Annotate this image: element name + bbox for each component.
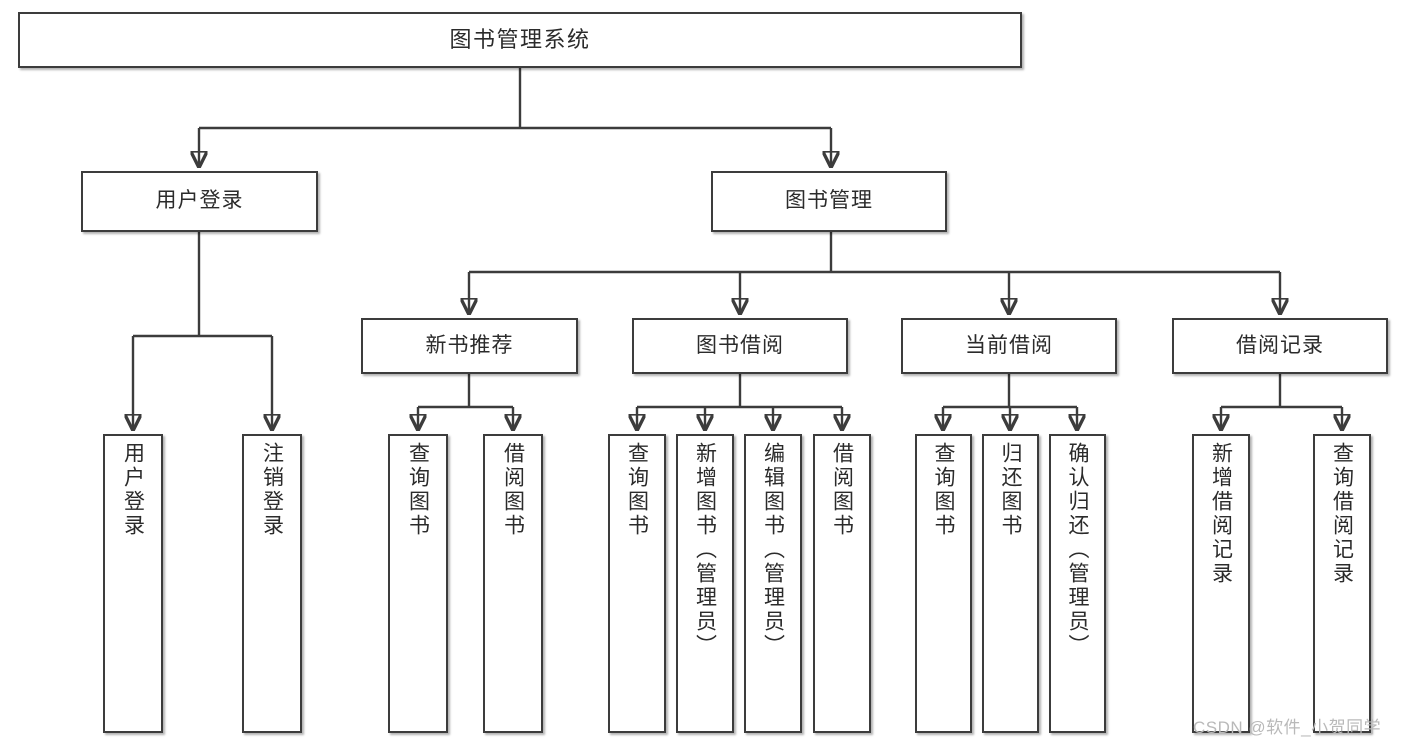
node-leaf-confirm-return[interactable]: 确认归还（管理员） [1049, 434, 1106, 733]
node-leaf-query-book-2[interactable]: 查询图书 [608, 434, 666, 733]
node-book-borrow[interactable]: 图书借阅 [632, 318, 848, 374]
node-leaf-borrow-book-2-label: 借阅图书 [830, 442, 854, 538]
node-leaf-add-book-label: 新增图书（管理员） [693, 442, 717, 658]
node-current-borrow[interactable]: 当前借阅 [901, 318, 1117, 374]
node-borrow-record-label: 借阅记录 [1236, 333, 1324, 357]
node-leaf-user-login-label: 用户登录 [121, 442, 145, 538]
node-leaf-query-book-1[interactable]: 查询图书 [388, 434, 448, 733]
node-root[interactable]: 图书管理系统 [18, 12, 1022, 68]
node-leaf-confirm-return-label: 确认归还（管理员） [1066, 442, 1089, 658]
node-leaf-query-book-3[interactable]: 查询图书 [915, 434, 972, 733]
node-leaf-query-book-3-label: 查询图书 [932, 442, 955, 538]
node-new-book-rec-label: 新书推荐 [425, 333, 514, 357]
node-leaf-query-book-2-label: 查询图书 [625, 442, 649, 538]
node-book-manage[interactable]: 图书管理 [711, 171, 947, 232]
node-current-borrow-label: 当前借阅 [965, 333, 1053, 357]
node-borrow-record[interactable]: 借阅记录 [1172, 318, 1388, 374]
node-new-book-rec[interactable]: 新书推荐 [361, 318, 578, 374]
node-leaf-return-book-label: 归还图书 [999, 442, 1022, 538]
node-book-borrow-label: 图书借阅 [696, 333, 784, 357]
node-leaf-user-login[interactable]: 用户登录 [103, 434, 163, 733]
node-book-manage-label: 图书管理 [785, 189, 873, 213]
node-leaf-add-book[interactable]: 新增图书（管理员） [676, 434, 734, 733]
node-root-label: 图书管理系统 [449, 27, 591, 53]
node-leaf-query-record[interactable]: 查询借阅记录 [1313, 434, 1371, 733]
node-leaf-query-record-label: 查询借阅记录 [1330, 442, 1354, 586]
node-leaf-borrow-book-2[interactable]: 借阅图书 [813, 434, 871, 733]
node-user-login[interactable]: 用户登录 [81, 171, 318, 232]
node-leaf-logout[interactable]: 注销登录 [242, 434, 302, 733]
csdn-watermark: CSDN @软件_小贺同学 [1193, 718, 1382, 737]
node-leaf-logout-label: 注销登录 [260, 442, 284, 538]
node-leaf-borrow-book-1-label: 借阅图书 [501, 442, 525, 538]
node-leaf-edit-book-label: 编辑图书（管理员） [761, 442, 785, 658]
node-leaf-add-record-label: 新增借阅记录 [1209, 442, 1233, 586]
node-leaf-add-record[interactable]: 新增借阅记录 [1192, 434, 1250, 733]
node-leaf-query-book-1-label: 查询图书 [406, 442, 430, 538]
node-leaf-borrow-book-1[interactable]: 借阅图书 [483, 434, 543, 733]
node-leaf-return-book[interactable]: 归还图书 [982, 434, 1039, 733]
node-user-login-label: 用户登录 [155, 189, 244, 213]
node-leaf-edit-book[interactable]: 编辑图书（管理员） [744, 434, 802, 733]
